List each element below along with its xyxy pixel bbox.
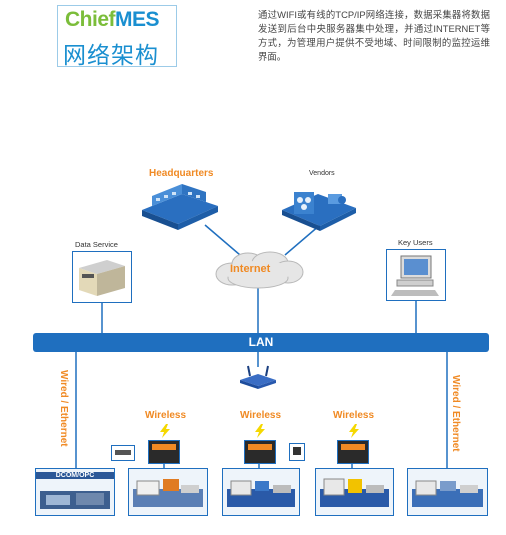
logo-subtitle: 网络架构 [63, 42, 159, 68]
vendors-label: Vendors [309, 170, 335, 177]
internet-label: Internet [230, 263, 271, 275]
lan-bar: LAN [33, 333, 489, 352]
controller-icon [244, 440, 276, 464]
headquarters-label: Headquarters [149, 168, 214, 179]
lightning-icon [255, 424, 265, 438]
injection-molding-machine-icon [412, 480, 483, 507]
injection-molding-machine-icon [320, 478, 389, 507]
server-icon [79, 260, 125, 296]
data-service-box [72, 251, 132, 303]
lightning-icon [349, 424, 359, 438]
injection-molding-machine-icon [133, 479, 203, 507]
machine-dcom-opc: DCOM/OPC [35, 468, 115, 516]
machine-3 [315, 468, 394, 516]
lan-label: LAN [248, 335, 274, 349]
key-users-box [386, 249, 446, 301]
vendors-office-icon [282, 192, 356, 231]
wireless-label-1: Wireless [145, 410, 187, 421]
workstation-icon [391, 255, 439, 296]
controller-icon [148, 440, 180, 464]
dcom-opc-label: DCOM/OPC [36, 472, 114, 479]
controller-icon [337, 440, 369, 464]
peripheral-device-icon [111, 445, 135, 461]
logo: ChiefMES 网络架构 [57, 5, 177, 68]
injection-molding-machine-icon [40, 491, 110, 509]
headquarters-building-icon [142, 184, 218, 230]
lightning-icon [160, 424, 170, 438]
machine-1 [128, 468, 208, 516]
scanner-icon [289, 443, 305, 461]
wired-left-label: Wired / Ethernet [58, 370, 69, 447]
injection-molding-machine-icon [227, 480, 295, 507]
wireless-label-3: Wireless [333, 410, 375, 421]
key-users-label: Key Users [398, 238, 433, 247]
wired-right-label: Wired / Ethernet [450, 375, 461, 452]
internet-cloud-icon [215, 251, 304, 289]
wireless-router-icon [240, 365, 276, 389]
logo-brand: ChiefMES [65, 8, 160, 31]
intro-paragraph: 通过WIFI或有线的TCP/IP网络连接，数据采集器将数据发送到后台中央服务器集… [258, 9, 490, 62]
machine-4 [407, 468, 488, 516]
data-service-label: Data Service [75, 240, 118, 249]
wireless-label-2: Wireless [240, 410, 282, 421]
machine-2 [222, 468, 300, 516]
